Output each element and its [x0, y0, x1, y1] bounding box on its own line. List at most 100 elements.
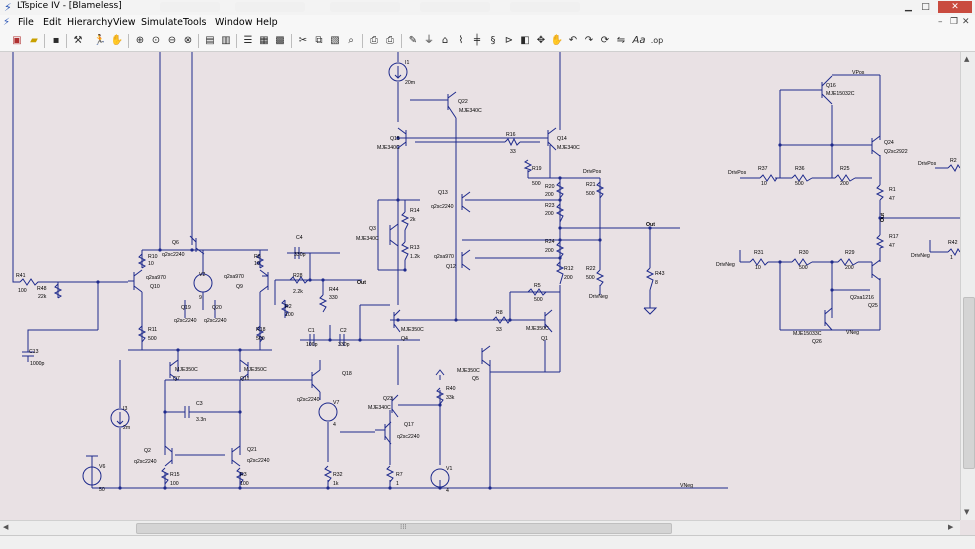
close-window-icon[interactable]: ▩	[275, 35, 285, 46]
print-icon[interactable]: ⎙	[386, 35, 394, 46]
background-tab	[510, 2, 580, 12]
R41-value: 100	[18, 288, 27, 294]
new-schematic-icon[interactable]: ▣	[12, 35, 22, 46]
spice-directive-icon[interactable]: .op	[650, 36, 664, 45]
junctions	[96, 136, 882, 490]
label-net-icon[interactable]: ⌂	[441, 35, 449, 46]
R23-ref: R23	[545, 203, 555, 209]
mirror-icon[interactable]: ⇋	[616, 35, 626, 46]
scroll-down-icon[interactable]: ▼	[964, 508, 970, 516]
tile-horizontal-icon[interactable]: ☰	[243, 35, 253, 46]
zoom-out-icon[interactable]: ⊖	[167, 35, 177, 46]
print-setup-icon[interactable]: ⎙	[370, 35, 378, 46]
menu-edit[interactable]: Edit	[43, 17, 62, 28]
vertical-scrollbar[interactable]: ▲ ▼	[960, 52, 975, 520]
R19-value: 500	[532, 181, 541, 187]
menu-tools[interactable]: Tools	[183, 17, 207, 28]
redo-icon[interactable]: ↷	[584, 35, 594, 46]
cut-icon[interactable]: ✂	[298, 35, 308, 46]
move-icon[interactable]: ✥	[536, 35, 546, 46]
Q23-model: MJE340C	[368, 405, 391, 411]
scroll-left-icon[interactable]: ◀	[3, 523, 9, 531]
horizontal-scrollbar[interactable]: ◀ ⁞⁞⁞ ▶	[0, 520, 960, 535]
Q14-ref: Q14	[557, 136, 567, 142]
halt-icon[interactable]: ✋	[110, 35, 124, 46]
rotate-icon[interactable]: ⟳	[600, 35, 610, 46]
Q16-ref: Q16	[826, 83, 836, 89]
schematic-doc-icon[interactable]: ⚡	[3, 17, 11, 28]
minimize-icon[interactable]: ▁	[905, 2, 912, 12]
close-icon[interactable]: ✕	[938, 1, 972, 13]
scroll-right-icon[interactable]: ▶	[948, 523, 954, 531]
R48-ref: R48	[37, 286, 47, 292]
maximize-icon[interactable]: □	[921, 2, 930, 12]
toolbar-separator	[66, 34, 67, 48]
mdi-restore-icon[interactable]: ❐	[950, 17, 959, 27]
inductor-icon[interactable]: §	[490, 35, 496, 46]
R16-value: 33	[510, 149, 516, 155]
toolbar-separator	[44, 34, 45, 48]
copy-icon[interactable]: ⧉	[315, 35, 323, 46]
zoom-fit-icon[interactable]: ⊗	[183, 35, 193, 46]
Q15-model: MJE340C	[377, 145, 400, 151]
tile-icon[interactable]: ▥	[221, 35, 231, 46]
Q18-model: q2sc2240	[297, 397, 320, 403]
find-icon[interactable]: ⌕	[348, 35, 354, 46]
menu-file[interactable]: File	[18, 17, 34, 28]
text-icon[interactable]: Aa	[632, 35, 646, 46]
C4-ref: C4	[296, 235, 303, 241]
R29-ref: R29	[845, 250, 855, 256]
V1-value: 4	[446, 488, 449, 494]
horizontal-scroll-thumb[interactable]	[136, 523, 672, 534]
R17-ref: R17	[889, 234, 899, 240]
save-icon[interactable]: ▪	[52, 35, 60, 46]
R37-value: 10	[761, 181, 767, 187]
ground-icon[interactable]: ⏚	[424, 35, 434, 46]
Q24-model: Q2sc2922	[884, 149, 908, 155]
R20-value: 200	[545, 192, 554, 198]
R15-value: 100	[170, 481, 179, 487]
wire-icon[interactable]: ✎	[408, 35, 418, 46]
mdi-close-icon[interactable]: ✕	[962, 17, 970, 27]
undo-icon[interactable]: ↶	[568, 35, 578, 46]
vertical-scroll-thumb[interactable]	[963, 297, 975, 469]
mdi-minimize-icon[interactable]: –	[938, 17, 943, 27]
tile-vertical-icon[interactable]: ▦	[259, 35, 269, 46]
R21-value: 500	[586, 191, 595, 197]
R30-ref: R30	[799, 250, 809, 256]
Q5-ref: Q5	[472, 376, 479, 382]
pan-icon[interactable]: ⊙	[151, 35, 161, 46]
scroll-up-icon[interactable]: ▲	[964, 55, 970, 63]
menu-hierarchy[interactable]: Hierarchy	[67, 17, 113, 28]
label-drivpos-2: DrivPos	[728, 170, 747, 176]
drag-icon[interactable]: ✋	[550, 35, 564, 46]
run-icon[interactable]: 🏃	[93, 35, 107, 46]
Q12-ref: Q12	[446, 264, 456, 270]
R25-value: 200	[840, 181, 849, 187]
R1-ref: R1	[889, 187, 896, 193]
menu-window[interactable]: Window	[215, 17, 253, 28]
R5-ref: R5	[534, 283, 541, 289]
C1-value: 100p	[306, 342, 318, 348]
background-tab	[420, 2, 490, 12]
open-icon[interactable]: ▰	[30, 35, 38, 46]
label-out-2: Out	[646, 222, 655, 228]
zoom-in-icon[interactable]: ⊕	[135, 35, 145, 46]
menu-simulate[interactable]: Simulate	[141, 17, 183, 28]
Q17-model: q2sc2240	[397, 434, 420, 440]
control-panel-icon[interactable]: ⚒	[73, 35, 83, 46]
capacitor-icon[interactable]: ╪	[473, 35, 481, 46]
diode-icon[interactable]: ⊳	[504, 35, 514, 46]
menu-view[interactable]: View	[113, 17, 136, 28]
resistor-icon[interactable]: ⌇	[458, 35, 464, 46]
Q21-ref: Q21	[247, 447, 257, 453]
V1-ref: V1	[446, 466, 452, 472]
R11-ref: R11	[148, 327, 157, 333]
R41-ref: R41	[16, 273, 26, 279]
component-icon[interactable]: ◧	[520, 35, 530, 46]
paste-icon[interactable]: ▧	[330, 35, 340, 46]
autoscale-icon[interactable]: ▤	[205, 35, 215, 46]
menu-help[interactable]: Help	[256, 17, 278, 28]
schematic-canvas[interactable]: R41 100 R48 22k C13 1000p R10 10 q2sa970…	[0, 52, 961, 520]
ltspice-app-icon[interactable]: ⚡	[4, 1, 12, 14]
